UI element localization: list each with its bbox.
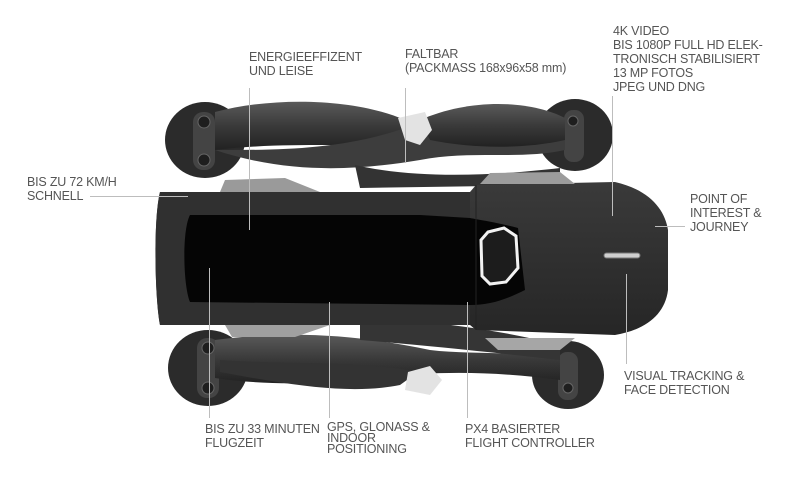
leader-line-speed: [90, 196, 188, 197]
battery-cover-icon: [184, 215, 525, 305]
leader-line-video: [612, 96, 613, 216]
leader-line-tracking: [626, 274, 627, 364]
leader-line-foldable: [405, 88, 406, 163]
feature-foldable-label: FALTBAR (PACKMASS 168x96x58 mm): [405, 47, 567, 75]
feature-video-label: 4K VIDEO BIS 1080P FULL HD ELEK- TRONISC…: [613, 24, 763, 94]
feature-energy-label: ENERGIEEFFIZENT UND LEISE: [249, 50, 362, 78]
leader-line-energy: [249, 88, 250, 230]
feature-tracking-label: VISUAL TRACKING & FACE DETECTION: [624, 369, 745, 397]
feature-flight-time-label: BIS ZU 33 MINUTEN FLUGZEIT: [205, 422, 320, 450]
feature-speed-label: BIS ZU 72 KM/H SCHNELL: [27, 175, 117, 203]
leader-line-gps: [329, 302, 330, 418]
front-status-light-icon: [603, 252, 641, 259]
feature-poi-label: POINT OF INTEREST & JOURNEY: [690, 192, 762, 234]
battery-led-icon: [479, 226, 520, 286]
feature-controller-label: PX4 BASIERTER FLIGHT CONTROLLER: [465, 422, 595, 450]
leader-line-flight-time: [209, 268, 210, 418]
leader-line-controller: [467, 302, 468, 418]
leader-line-poi: [655, 226, 685, 227]
feature-gps-label: GPS, GLONASS & INDOOR POSITIONING: [327, 420, 430, 456]
